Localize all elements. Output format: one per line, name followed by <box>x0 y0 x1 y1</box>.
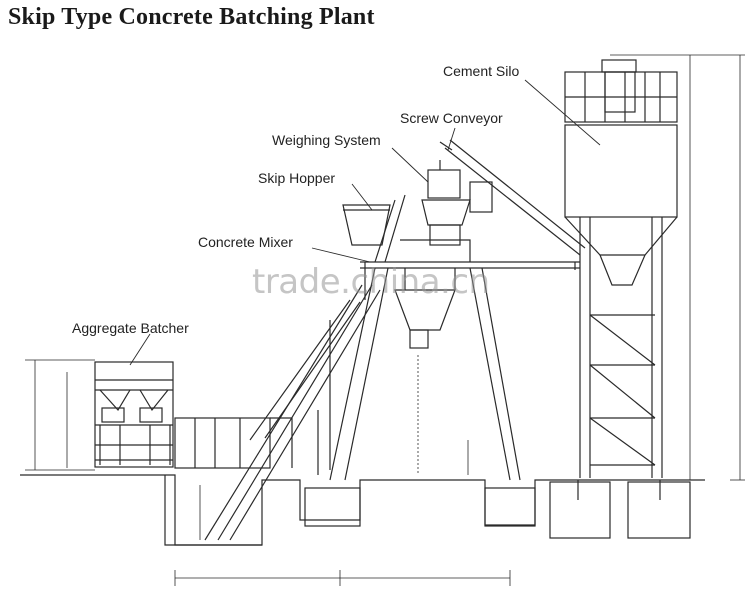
label-concrete-mixer: Concrete Mixer <box>198 234 293 250</box>
label-screw-conveyor: Screw Conveyor <box>400 110 503 126</box>
screw-conveyor <box>439 139 586 256</box>
label-skip-hopper: Skip Hopper <box>258 170 336 186</box>
cement-silo <box>564 59 678 500</box>
label-cement-silo: Cement Silo <box>443 63 520 79</box>
diagram-title: Skip Type Concrete Batching Plant <box>8 4 375 30</box>
dimension-lines <box>25 54 745 586</box>
foundation <box>20 474 705 546</box>
watermark: trade.china.cn <box>252 262 490 302</box>
skip-hopper <box>342 204 391 246</box>
weighing-system <box>374 160 471 263</box>
leader-lines <box>129 79 601 366</box>
mixer-platform <box>329 261 580 481</box>
label-aggregate-batcher: Aggregate Batcher <box>72 320 189 336</box>
aggregate-batcher <box>94 361 174 468</box>
skip-track <box>204 284 381 541</box>
label-weighing-system: Weighing System <box>272 132 381 148</box>
